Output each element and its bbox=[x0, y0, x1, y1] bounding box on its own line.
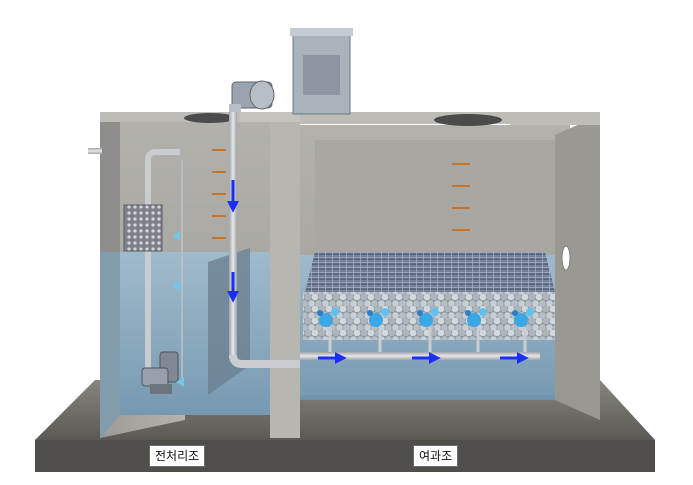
inlet-pipe bbox=[88, 148, 102, 154]
right-outer-wall bbox=[555, 115, 600, 420]
ladder-rungs-filtration bbox=[452, 163, 470, 231]
aeration-nozzles bbox=[317, 308, 534, 327]
diffuser-icon bbox=[176, 377, 184, 387]
ladder-rungs-pretreatment bbox=[212, 149, 226, 239]
diffuser-icon bbox=[172, 231, 180, 241]
manhole-right bbox=[434, 114, 502, 126]
diffuser-icon bbox=[172, 281, 180, 291]
pretreatment-water-side bbox=[100, 252, 120, 438]
transfer-pipe-elbow bbox=[229, 354, 300, 368]
partition-wall-top bbox=[240, 112, 300, 122]
nozzle bbox=[512, 308, 534, 327]
nozzle bbox=[465, 308, 487, 327]
flow-arrows bbox=[227, 180, 529, 364]
filtration-tank-label: 여과조 bbox=[413, 445, 459, 467]
top-slab-left bbox=[100, 112, 240, 122]
nozzle bbox=[367, 308, 389, 327]
submersible-pump bbox=[141, 351, 179, 394]
pump-riser-pipe bbox=[145, 149, 180, 370]
nozzle bbox=[417, 308, 439, 327]
distribution-pipe bbox=[300, 352, 540, 360]
blower-housing bbox=[249, 80, 275, 110]
manhole-left bbox=[184, 113, 236, 123]
right-wall-port bbox=[561, 245, 571, 271]
blower-outlet bbox=[229, 104, 241, 112]
media-cage bbox=[123, 204, 163, 252]
control-box-panel bbox=[303, 55, 340, 95]
base-slab-front bbox=[35, 440, 655, 472]
transfer-pipe-vertical bbox=[229, 108, 237, 358]
pretreatment-tank-label: 전처리조 bbox=[149, 445, 206, 467]
nozzle bbox=[317, 308, 339, 327]
filter-mesh-layer bbox=[305, 252, 555, 292]
control-box-lid bbox=[290, 28, 353, 36]
filtration-back-inner bbox=[315, 140, 555, 255]
nozzle-risers bbox=[328, 327, 527, 354]
partition-wall bbox=[270, 115, 300, 438]
